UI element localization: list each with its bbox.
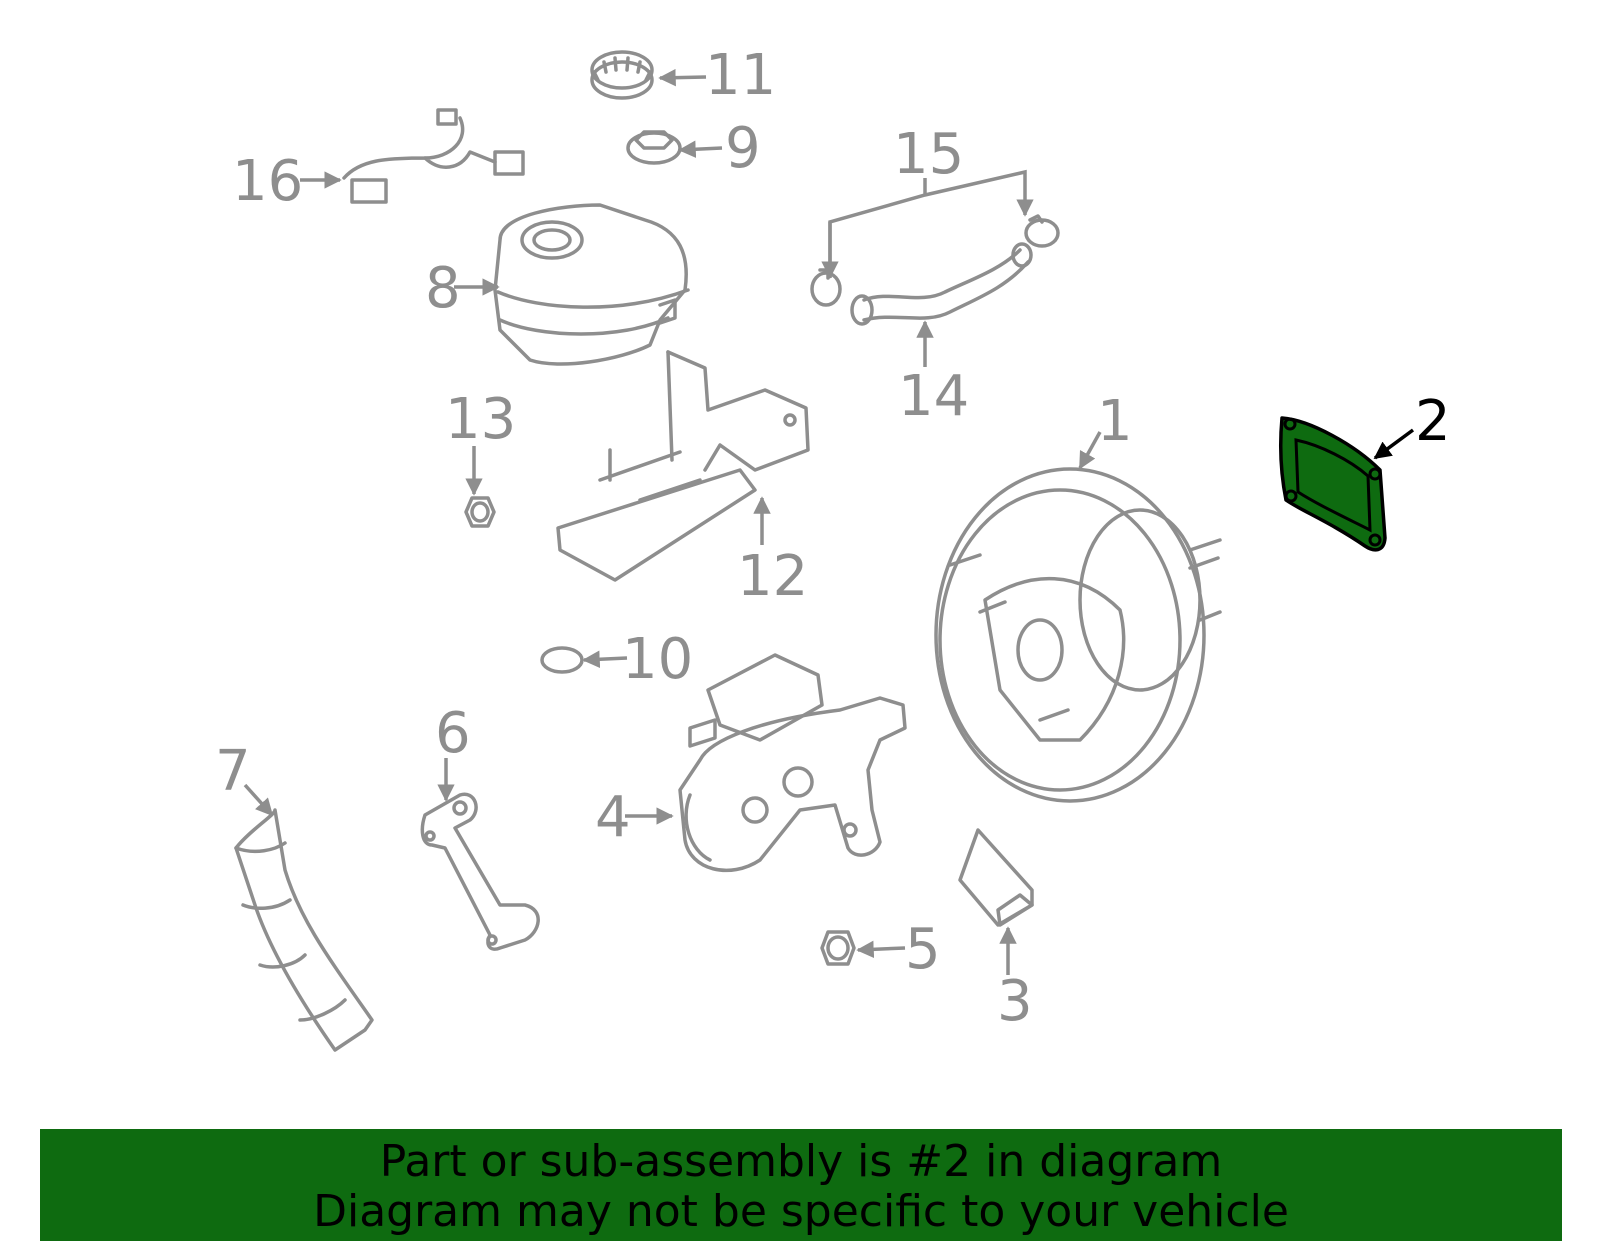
callout-5: 5 [905, 917, 941, 982]
part-10-o-ring[interactable] [540, 646, 584, 674]
callout-11: 11 [705, 43, 776, 108]
part-3-insulator-pad[interactable] [958, 828, 1034, 927]
part-6-pushrod-bracket[interactable] [420, 792, 540, 951]
part-16-wiring-harness[interactable] [342, 108, 525, 204]
info-banner: Part or sub-assembly is #2 in diagram Di… [40, 1129, 1562, 1241]
callout-6: 6 [435, 701, 471, 766]
callout-4: 4 [595, 785, 631, 850]
part-8-brake-fluid-reservoir[interactable] [493, 203, 690, 366]
callout-1: 1 [1097, 389, 1133, 454]
callout-12: 12 [737, 544, 808, 609]
callout-7: 7 [215, 739, 251, 804]
callout-15: 15 [893, 122, 964, 187]
callout-2: 2 [1415, 389, 1451, 454]
part-11-reservoir-cap[interactable] [590, 50, 654, 100]
part-4-master-cylinder[interactable] [678, 653, 907, 873]
part-9-nut[interactable] [626, 130, 682, 165]
part-7-protector-sleeve[interactable] [234, 808, 374, 1052]
callout-9: 9 [725, 116, 761, 181]
callout-13: 13 [445, 387, 516, 452]
part-12-bracket[interactable] [556, 350, 810, 582]
callout-14: 14 [898, 364, 969, 429]
part-13-nut[interactable] [464, 496, 496, 528]
callout-8: 8 [425, 256, 461, 321]
callout-16: 16 [232, 149, 303, 214]
banner-line-1: Part or sub-assembly is #2 in diagram [379, 1136, 1223, 1187]
banner-line-2: Diagram may not be specific to your vehi… [313, 1186, 1289, 1237]
part-2-gasket[interactable] [1279, 416, 1387, 552]
part-14-vacuum-hose[interactable] [850, 242, 1033, 326]
part-1-brake-booster[interactable] [934, 467, 1222, 803]
part-5-nut[interactable] [820, 930, 856, 966]
part-15-hose-clamps[interactable] [810, 214, 1060, 307]
callout-3: 3 [997, 969, 1033, 1034]
callout-10: 10 [622, 627, 693, 692]
